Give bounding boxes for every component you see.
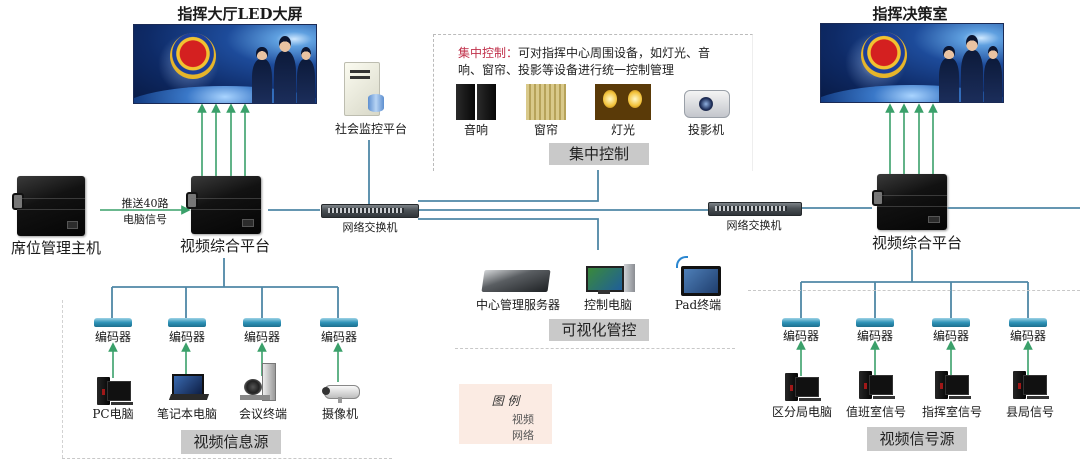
encoder-label: 编码器 bbox=[932, 329, 969, 343]
police-badge-icon bbox=[170, 33, 216, 79]
officer-figure bbox=[939, 45, 959, 102]
seat-management-host-icon bbox=[12, 176, 85, 236]
right-source-divider bbox=[748, 290, 1080, 291]
officer-figure bbox=[297, 46, 315, 103]
conference-terminal-icon bbox=[240, 363, 280, 401]
officer-figure bbox=[274, 36, 296, 103]
encoder-label: 编码器 bbox=[168, 330, 205, 344]
police-badge-icon bbox=[861, 32, 907, 78]
pad-terminal-icon bbox=[681, 266, 721, 296]
push-signal-label-1: 推送40路 bbox=[121, 197, 169, 210]
encoder-label: 编码器 bbox=[856, 329, 893, 343]
central-control-desc-line2: 响、窗帘、投影等设备进行统一控制管理 bbox=[458, 63, 675, 77]
source-label-command-room: 指挥室信号 bbox=[921, 405, 982, 419]
right-video-platform-label: 视频综合平台 bbox=[871, 234, 962, 252]
social-monitor-label: 社会监控平台 bbox=[334, 122, 407, 136]
led-screen bbox=[133, 24, 317, 104]
laptop-icon bbox=[168, 374, 210, 402]
lightbulb-icon bbox=[595, 84, 651, 120]
management-server-icon bbox=[481, 270, 551, 292]
legend-title: 图 例 bbox=[491, 394, 520, 408]
officer-figure bbox=[961, 35, 983, 102]
device-label-control-computer: 控制电脑 bbox=[583, 298, 632, 312]
video-signal-source-section-label: 视频信号源 bbox=[867, 427, 967, 451]
central-control-section-label: 集中控制 bbox=[549, 143, 649, 165]
legend-network-label: 网络 bbox=[512, 429, 534, 442]
left-video-platform-label: 视频综合平台 bbox=[179, 237, 270, 255]
legend-video-label: 视频 bbox=[512, 413, 534, 426]
left-network-switch-icon bbox=[321, 204, 419, 218]
central-control-region bbox=[433, 34, 753, 171]
push-signal-label-2: 电脑信号 bbox=[123, 213, 167, 226]
camera-icon bbox=[320, 382, 362, 404]
encoder-label: 编码器 bbox=[94, 330, 131, 344]
net-visual-control-drop bbox=[418, 218, 599, 250]
net-central-control-drop bbox=[418, 170, 599, 202]
officer-figure bbox=[252, 46, 272, 103]
source-label-district-computer: 区分局电脑 bbox=[771, 405, 832, 419]
right-network-switch-label: 网络交换机 bbox=[726, 219, 782, 232]
decision-room-title: 指挥决策室 bbox=[872, 5, 948, 23]
encoder-icon bbox=[243, 318, 281, 327]
visual-control-divider bbox=[455, 348, 735, 349]
device-label-projector: 投影机 bbox=[687, 123, 724, 137]
central-control-description: 集中控制：可对指挥中心周围设备，如灯光、音 响、窗帘、投影等设备进行统一控制管理 bbox=[458, 45, 738, 79]
device-label-speaker: 音响 bbox=[463, 123, 488, 137]
right-video-platform-icon bbox=[872, 174, 947, 230]
left-video-platform-icon bbox=[186, 176, 261, 234]
encoder-icon bbox=[856, 318, 894, 327]
encoder-icon bbox=[782, 318, 820, 327]
encoder-label: 编码器 bbox=[1009, 329, 1046, 343]
source-label-duty-room: 值班室信号 bbox=[845, 405, 906, 419]
device-label-pad-terminal: Pad终端 bbox=[674, 298, 722, 312]
encoder-icon bbox=[1009, 318, 1047, 327]
network-lines bbox=[111, 140, 1080, 318]
encoder-icon bbox=[94, 318, 132, 327]
source-label-conference-terminal: 会议终端 bbox=[238, 407, 287, 421]
source-label-laptop: 笔记本电脑 bbox=[156, 407, 217, 421]
decision-room-screen bbox=[820, 23, 1004, 103]
device-label-lighting: 灯光 bbox=[610, 123, 635, 137]
device-label-management-server: 中心管理服务器 bbox=[475, 298, 560, 312]
source-label-pc: PC电脑 bbox=[92, 407, 134, 421]
officer-figure bbox=[984, 45, 1002, 102]
county-bureau-computer-icon bbox=[1013, 371, 1049, 401]
left-network-switch-label: 网络交换机 bbox=[342, 221, 398, 234]
source-label-camera: 摄像机 bbox=[321, 407, 358, 421]
seat-management-host-label: 席位管理主机 bbox=[10, 239, 101, 257]
encoder-label: 编码器 bbox=[320, 330, 357, 344]
command-room-computer-icon bbox=[935, 371, 971, 401]
speaker-icon bbox=[456, 84, 496, 120]
central-control-desc-line1: 可对指挥中心周围设备，如灯光、音 bbox=[518, 46, 711, 60]
encoder-label: 编码器 bbox=[782, 329, 819, 343]
pc-computer-icon bbox=[97, 377, 133, 407]
left-source-divider bbox=[62, 300, 63, 458]
encoder-icon bbox=[932, 318, 970, 327]
wifi-icon bbox=[676, 256, 688, 268]
central-control-highlight: 集中控制： bbox=[458, 46, 519, 60]
video-info-source-section-label: 视频信息源 bbox=[181, 430, 281, 454]
projector-icon bbox=[684, 90, 730, 118]
right-network-switch-icon bbox=[708, 202, 802, 216]
duty-room-computer-icon bbox=[859, 371, 895, 401]
legend: 图 例 bbox=[459, 384, 552, 444]
led-screen-title: 指挥大厅LED大屏 bbox=[177, 5, 303, 23]
encoder-icon bbox=[168, 318, 206, 327]
encoder-label: 编码器 bbox=[243, 330, 280, 344]
encoder-icon bbox=[320, 318, 358, 327]
visual-control-section-label: 可视化管控 bbox=[549, 319, 649, 341]
curtain-icon bbox=[526, 84, 566, 120]
social-monitor-server-icon bbox=[340, 56, 388, 116]
source-label-county-bureau: 县局信号 bbox=[1005, 405, 1054, 419]
left-bottom-divider bbox=[62, 458, 392, 459]
device-label-curtain: 窗帘 bbox=[533, 123, 558, 137]
control-computer-icon bbox=[586, 264, 636, 294]
district-computer-icon bbox=[785, 373, 821, 403]
